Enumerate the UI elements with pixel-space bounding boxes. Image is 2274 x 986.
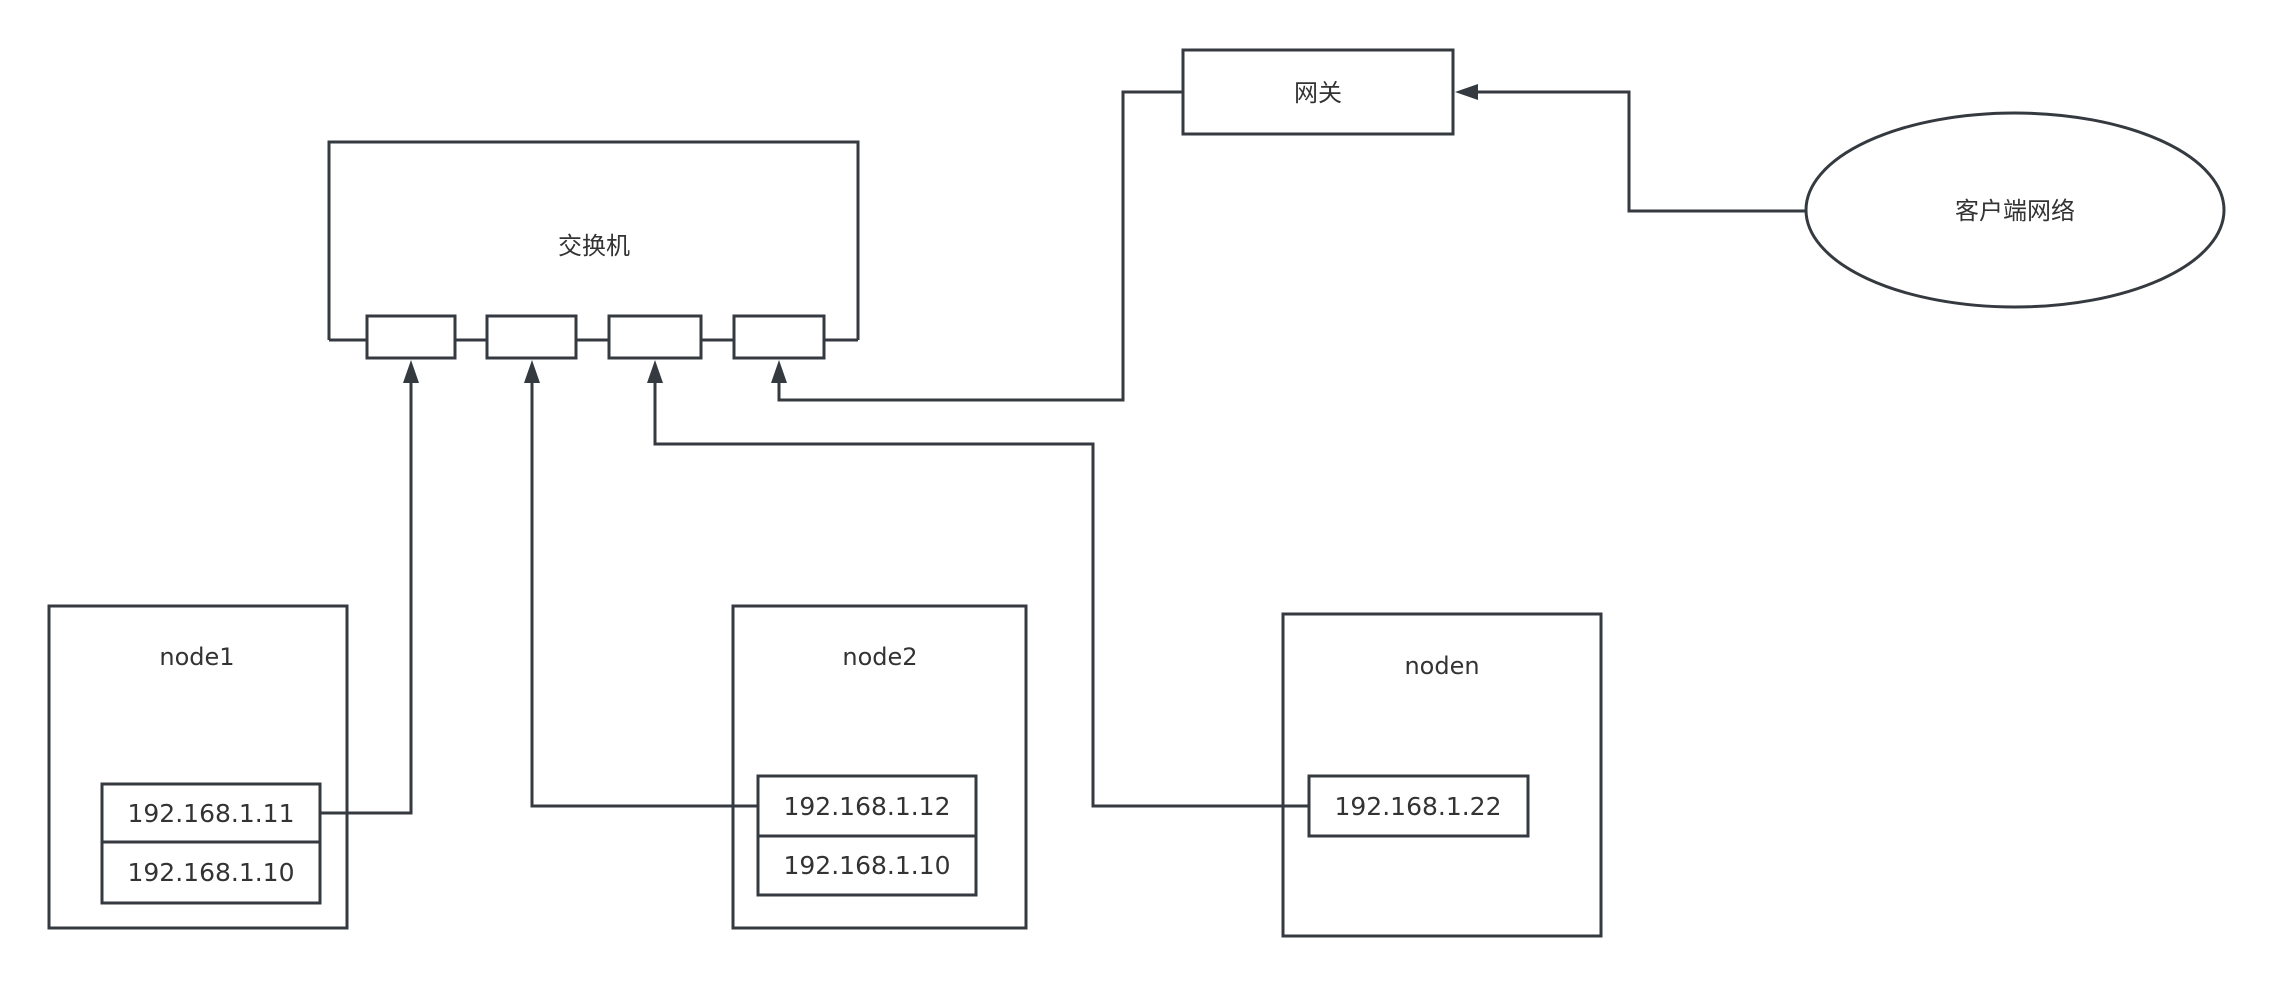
switch-body (327, 140, 860, 340)
arrowhead-port4 (771, 360, 787, 383)
connectors (320, 84, 1806, 815)
connector-noden-port3[interactable] (653, 380, 1309, 808)
node-1-ip-2-box[interactable] (100, 840, 322, 905)
node-n-label: noden (1404, 652, 1479, 680)
arrowhead-port3 (647, 360, 663, 383)
switch-port-2[interactable] (485, 314, 578, 360)
switch[interactable]: 交换机 (327, 140, 860, 360)
node-2-ip-2-box[interactable] (756, 834, 978, 897)
client-network[interactable]: 客户端网络 (1804, 111, 2226, 309)
node-2[interactable]: node2 192.168.1.12 192.168.1.10 (731, 604, 1028, 930)
client-network-label: 客户端网络 (1955, 197, 2075, 225)
node-1-label: node1 (159, 643, 234, 671)
arrowhead-port2 (524, 360, 540, 383)
node-2-label: node2 (842, 643, 917, 671)
node-n-ip-1: 192.168.1.22 (1335, 792, 1502, 821)
node-1-ip-1: 192.168.1.11 (128, 799, 295, 828)
arrowhead-port1 (403, 360, 419, 383)
gateway-box[interactable] (1181, 48, 1455, 136)
switch-port-4[interactable] (732, 314, 826, 360)
connector-gateway-port4[interactable] (777, 90, 1183, 402)
arrowhead-gateway (1455, 84, 1478, 100)
gateway[interactable]: 网关 (1181, 48, 1455, 136)
connector-node2-port2[interactable] (530, 380, 758, 808)
node-2-ip-1: 192.168.1.12 (784, 792, 951, 821)
connector-node1-port1[interactable] (320, 380, 413, 815)
node-1[interactable]: node1 192.168.1.11 192.168.1.10 (47, 604, 349, 930)
gateway-label: 网关 (1294, 79, 1342, 107)
switch-label: 交换机 (558, 232, 630, 260)
switch-port-1[interactable] (365, 314, 457, 360)
node-2-ip-2: 192.168.1.10 (784, 851, 951, 880)
node-1-ip-2: 192.168.1.10 (128, 858, 295, 887)
connector-client-gateway[interactable] (1476, 90, 1806, 213)
node-n[interactable]: noden 192.168.1.22 (1281, 612, 1603, 938)
switch-port-3[interactable] (607, 314, 703, 360)
